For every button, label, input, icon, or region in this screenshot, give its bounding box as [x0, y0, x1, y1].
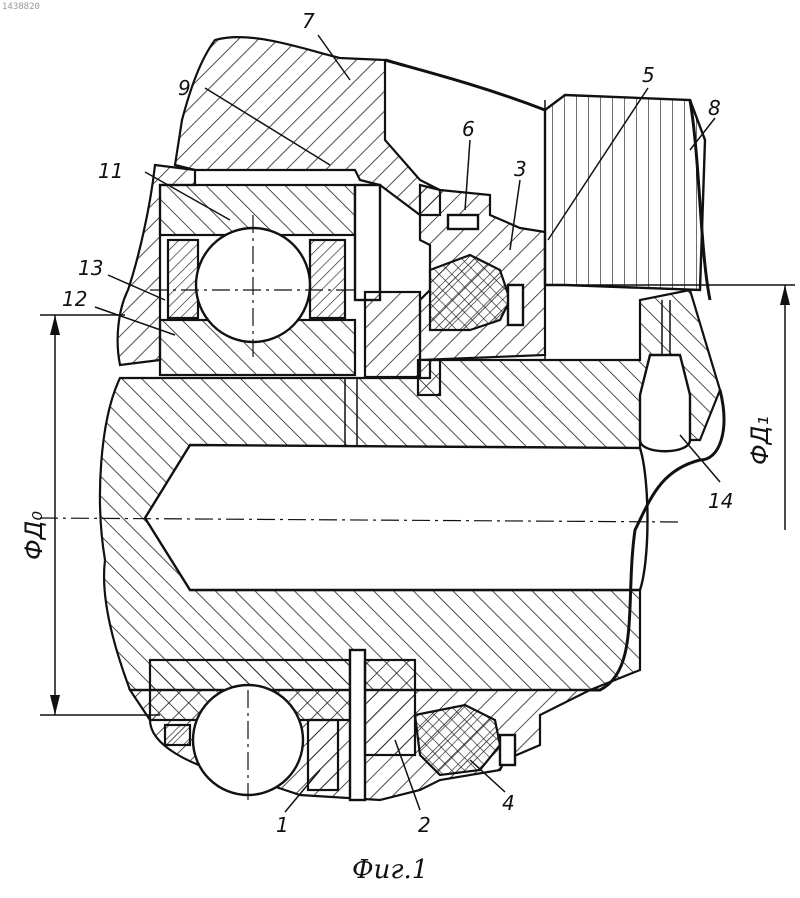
callout-9: 9: [178, 76, 191, 100]
callout-11: 11: [98, 159, 123, 183]
shaft-bore: [145, 445, 648, 590]
spacer-ring-top: [365, 292, 420, 377]
callout-12: 12: [62, 287, 87, 311]
ring-6: [448, 215, 478, 229]
callout-5: 5: [642, 63, 655, 87]
seal-spring-top: [508, 285, 523, 325]
cage-bottom-left: [165, 725, 190, 745]
callout-4: 4: [502, 791, 515, 815]
bolt-top: [418, 360, 440, 395]
callout-8: 8: [708, 96, 721, 120]
callout-2: 2: [418, 813, 431, 837]
callout-13: 13: [78, 256, 103, 280]
dimension-d1-label: ФД₁: [746, 416, 774, 465]
callout-7: 7: [302, 9, 315, 33]
dimension-d0-label: ФД₀: [20, 511, 48, 560]
corner-mark: 1438820: [2, 2, 40, 12]
pin-1: [350, 650, 365, 800]
callout-1: 1: [276, 813, 289, 837]
spacer-plate-top: [355, 185, 380, 300]
spacer-ring-2: [365, 660, 415, 755]
figure-caption: Фиг.1: [352, 855, 428, 885]
callout-14: 14: [708, 489, 733, 513]
callout-6: 6: [462, 117, 475, 141]
seal-spring-bottom: [500, 735, 515, 765]
bearing-cage-right: [310, 240, 345, 318]
callout-3: 3: [514, 157, 527, 181]
bearing-cage-left: [168, 240, 198, 318]
